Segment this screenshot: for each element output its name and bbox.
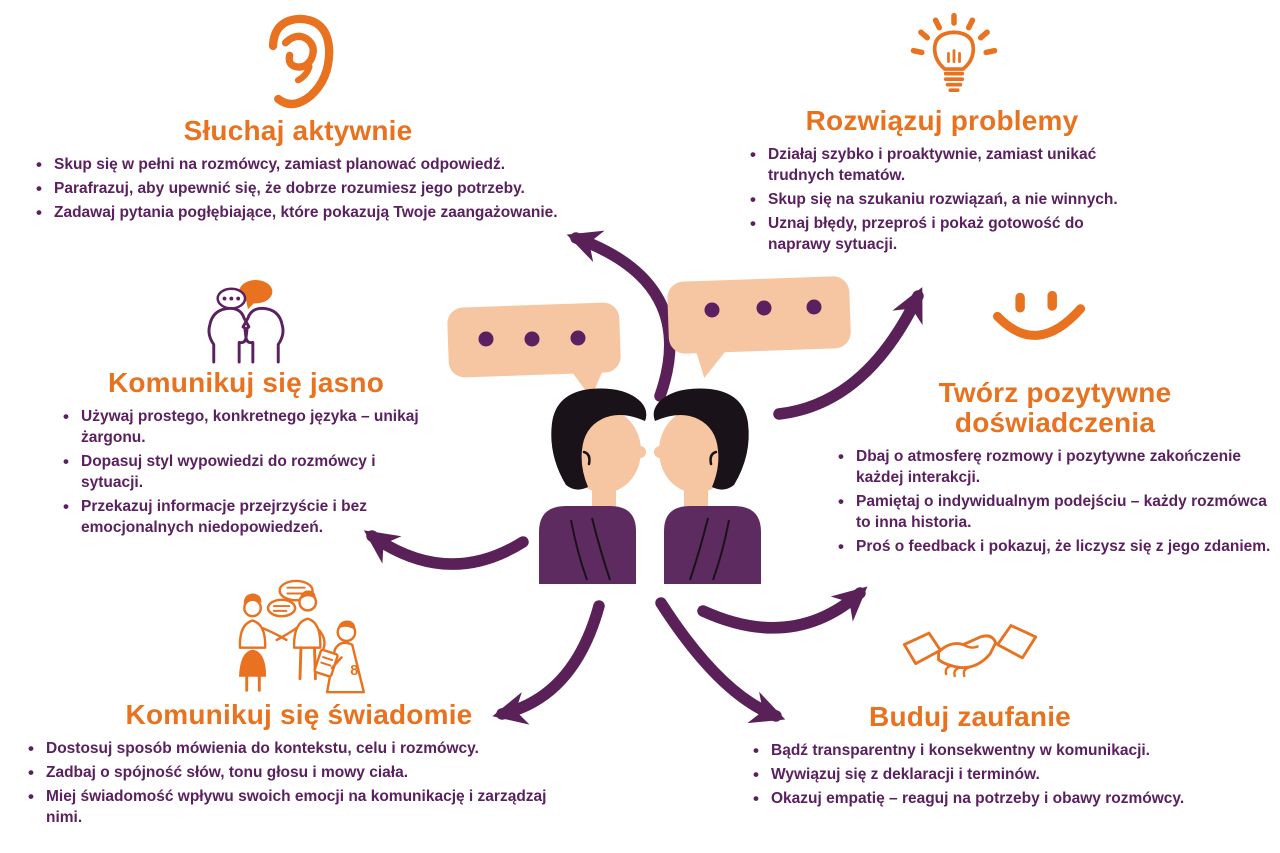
bullet-list: Skup się w pełni na rozmówcy, zamiast pl… — [28, 153, 568, 224]
section-sluchaj-aktywnie: Słuchaj aktywnie Skup się w pełni na roz… — [28, 6, 568, 226]
section-buduj-zaufanie: Buduj zaufanie Bądź transparentny i kons… — [745, 616, 1195, 812]
bullet-item: Skup się na szukaniu rozwiązań, a nie wi… — [750, 188, 1142, 211]
section-tworz-pozytywne-doswiadczenia: Twórz pozytywne doświadczenia Dbaj o atm… — [830, 286, 1280, 560]
section-title: Rozwiązuj problemy — [805, 105, 1079, 136]
speech-bubble-left — [447, 302, 621, 399]
section-title: Twórz pozytywne doświadczenia — [938, 377, 1172, 438]
bullet-item: Skup się w pełni na rozmówcy, zamiast pl… — [36, 153, 568, 176]
section-title: Komunikuj się świadomie — [125, 699, 473, 730]
bullet-item: Używaj prostego, konkretnego języka – un… — [63, 405, 437, 448]
person-left — [539, 388, 647, 584]
person-right — [653, 388, 761, 584]
bullet-list: Używaj prostego, konkretnego języka – un… — [55, 405, 437, 538]
bullet-list: Dostosuj sposób mówienia do kontekstu, c… — [20, 737, 578, 828]
section-komunikuj-sie-jasno: Komunikuj się jasno Używaj prostego, kon… — [55, 276, 437, 541]
bullet-item: Wywiązuj się z deklaracji i terminów. — [753, 763, 1195, 786]
section-title: Buduj zaufanie — [869, 701, 1071, 732]
bullet-item: Pamiętaj o indywidualnym podejściu – każ… — [838, 490, 1280, 533]
bullet-item: Parafrazuj, aby upewnić się, że dobrze r… — [36, 177, 568, 200]
section-rozwiazuj-problemy: Rozwiązuj problemy Działaj szybko i proa… — [742, 10, 1142, 258]
bullet-item: Dbaj o atmosferę rozmowy i pozytywne zak… — [838, 445, 1280, 488]
section-title: Słuchaj aktywnie — [183, 115, 413, 146]
bullet-item: Miej świadomość wpływu swoich emocji na … — [28, 785, 578, 828]
bullet-item: Zadbaj o spójność słów, tonu głosu i mow… — [28, 761, 578, 784]
bullet-list: Bądź transparentny i konsekwentny w komu… — [745, 739, 1195, 810]
arrow-top-left — [566, 230, 676, 402]
bullet-item: Proś o feedback i pokazuj, że liczysz si… — [838, 535, 1280, 558]
lightbulb-icon — [754, 10, 1154, 104]
people-icon-number: 8 — [350, 663, 358, 679]
talking-heads-icon — [55, 276, 437, 364]
smiley-icon — [814, 286, 1264, 356]
section-title: Komunikuj się jasno — [107, 367, 385, 398]
bullet-item: Zadawaj pytania pogłębiające, które poka… — [36, 201, 568, 224]
bullet-item: Okazuj empatię – reaguj na potrzeby i ob… — [753, 787, 1195, 810]
bullet-list: Działaj szybko i proaktywnie, zamiast un… — [742, 143, 1142, 255]
bullet-item: Działaj szybko i proaktywnie, zamiast un… — [750, 143, 1142, 186]
handshake-icon — [745, 616, 1195, 696]
bullet-item: Dopasuj styl wypowiedzi do rozmówcy i sy… — [63, 450, 437, 493]
bullet-list: Dbaj o atmosferę rozmowy i pozytywne zak… — [830, 445, 1280, 559]
bullet-item: Dostosuj sposób mówienia do kontekstu, c… — [28, 737, 578, 760]
people-conversation-icon: 8 — [20, 576, 578, 698]
ear-icon — [28, 6, 568, 112]
bullet-item: Uznaj błędy, przeproś i pokaż gotowość d… — [750, 212, 1142, 255]
section-komunikuj-sie-swiadomie: 8 Komunikuj się świadomie Dostosuj sposó… — [20, 576, 578, 831]
bullet-item: Przekazuj informacje przejrzyście i bez … — [63, 495, 437, 538]
bullet-item: Bądź transparentny i konsekwentny w komu… — [753, 739, 1195, 762]
